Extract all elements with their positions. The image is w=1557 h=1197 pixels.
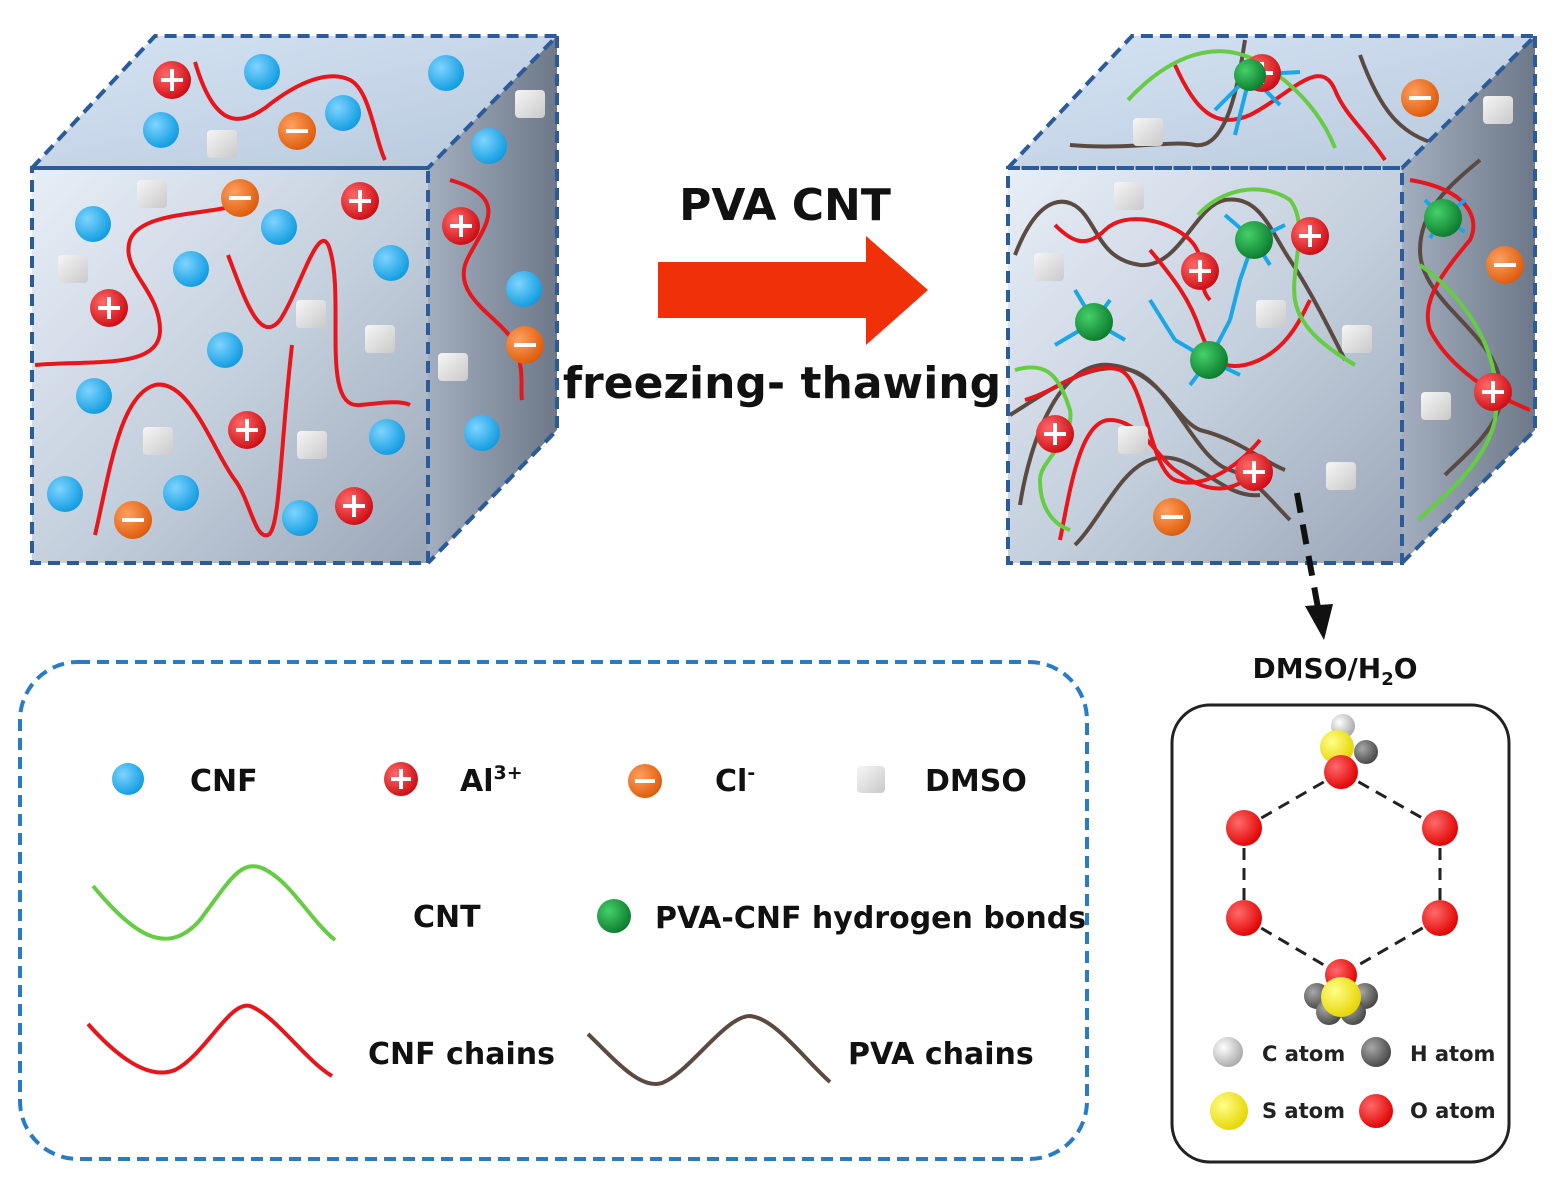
cnt-chain — [1416, 263, 1499, 522]
legend-cnf-swatch — [112, 763, 144, 795]
cnf-chain — [34, 206, 226, 367]
cnf-chain — [1173, 64, 1387, 162]
legend-cl-label: Cl- — [715, 762, 755, 799]
dmso-molecule-top — [1320, 714, 1378, 789]
cube-side-contents — [449, 178, 524, 401]
cl-ions — [114, 112, 544, 539]
h-atom-swatch — [1361, 1037, 1391, 1067]
legend-cnt-swatch — [91, 864, 337, 942]
hbond-nodes — [1075, 59, 1462, 379]
legend-box — [18, 660, 1089, 1161]
crosslinked-gel-cube — [1006, 34, 1540, 565]
legend-cnf-chains-label: CNF chains — [368, 1037, 555, 1072]
s-atom-label: S atom — [1262, 1099, 1345, 1123]
solvent-title: DMSO/H2O — [1252, 652, 1417, 690]
cube-edges — [1006, 34, 1540, 565]
o-atom-label: O atom — [1410, 1099, 1496, 1123]
cube-top-contents — [193, 61, 387, 161]
dmso-particles — [58, 90, 545, 459]
cnf-chain — [193, 61, 387, 161]
legend-hbond-label: PVA-CNF hydrogen bonds — [655, 901, 1086, 936]
zoom-pointer — [1294, 492, 1333, 640]
legend-cnf-chain-swatch — [86, 1003, 334, 1078]
al-ions — [90, 61, 480, 525]
o-atom-swatch — [1359, 1094, 1393, 1128]
legend-cl-swatch — [628, 764, 662, 798]
dmso-molecule-bottom — [1304, 959, 1378, 1025]
legend-cnf-label: CNF — [190, 764, 258, 799]
cnf-chain — [93, 344, 294, 538]
process-arrow-group: PVA CNT freezing- thawing — [563, 180, 1001, 409]
cube-side-face — [428, 36, 557, 563]
process-arrow — [658, 236, 928, 345]
atom-legend: C atom H atom S atom O atom — [1210, 1037, 1496, 1130]
legend-panel: CNF Al3+ Cl- DMSO CNT PVA-CNF hydrogen b… — [18, 660, 1089, 1161]
cube-front-contents — [34, 206, 411, 538]
cnf-chain — [226, 239, 411, 408]
s-atom-swatch — [1210, 1092, 1248, 1130]
legend-al-swatch — [384, 762, 418, 796]
legend-dmso-label: DMSO — [925, 764, 1027, 799]
solvent-panel: DMSO/H2O — [1170, 652, 1511, 1164]
water-oxygens — [1226, 810, 1458, 936]
initial-gel-cube — [30, 34, 562, 565]
cnf-chain — [1024, 366, 1262, 485]
hbond-link — [1213, 70, 1301, 136]
dmso-particles — [1034, 96, 1513, 490]
c-atom-swatch — [1213, 1037, 1243, 1067]
legend-dmso-swatch — [857, 766, 885, 793]
c-atom-label: C atom — [1262, 1042, 1345, 1066]
h-atom-label: H atom — [1410, 1042, 1495, 1066]
process-label-bottom: freezing- thawing — [563, 358, 1001, 409]
legend-hbond-swatch — [597, 899, 631, 933]
cnf-chain — [1409, 178, 1531, 412]
water-ring-bonds — [1242, 770, 1442, 977]
cnf-chain — [449, 178, 524, 401]
cnf-particles — [47, 54, 542, 536]
cl-ions — [1153, 79, 1524, 536]
cube-side-face — [1402, 36, 1535, 563]
legend-cnt-label: CNT — [413, 900, 481, 935]
legend-pva-chains-label: PVA chains — [848, 1037, 1034, 1072]
legend-pva-chain-swatch — [586, 1013, 832, 1087]
process-label-top: PVA CNT — [679, 180, 891, 231]
legend-al-label: Al3+ — [460, 762, 523, 799]
cube-edges — [30, 34, 562, 565]
